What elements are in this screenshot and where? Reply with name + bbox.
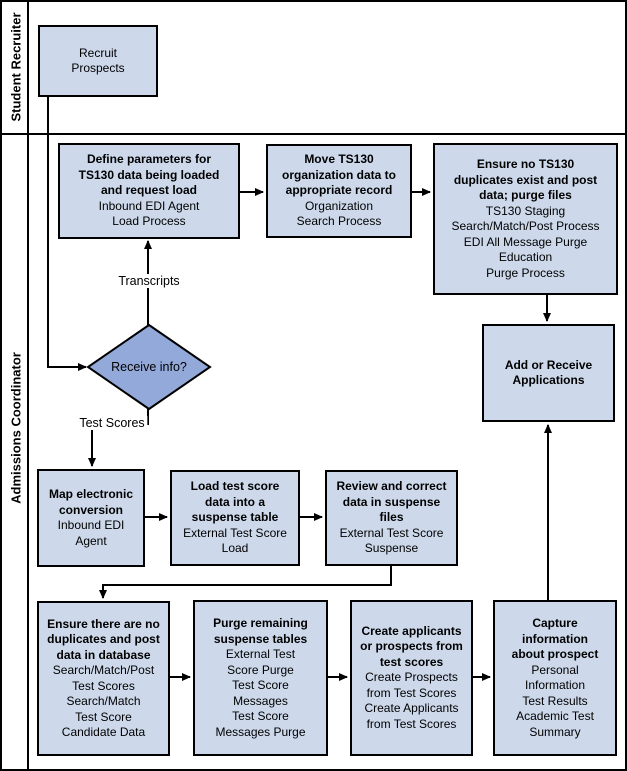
node-map-electronic-conversion: Map electronic conversion Inbound EDI Ag… <box>37 469 145 567</box>
swimlane-row-divider <box>2 133 625 135</box>
node-title: Add or Receive Applications <box>504 357 593 388</box>
node-subtext: Personal Information Test Results Academ… <box>516 662 594 739</box>
node-subtext: TS130 Staging Search/Match/Post Process … <box>451 203 600 280</box>
node-subtext: Search/Match/Post Test Scores Search/Mat… <box>52 663 155 739</box>
node-title: Capture information about prospect <box>511 616 599 661</box>
node-create-applicants-or-prospects: Create applicants or prospects from test… <box>350 600 473 756</box>
node-title: Map electronic conversion <box>48 487 134 517</box>
node-recruit-prospects: Recruit Prospects <box>38 25 158 97</box>
decision-receive-info-label: Receive info? <box>111 360 187 374</box>
node-purge-remaining-suspense-tables: Purge remaining suspense tables External… <box>193 600 328 756</box>
node-text: Recruit Prospects <box>71 45 125 76</box>
node-subtext: External Test Score Purge Test Score Mes… <box>215 647 306 739</box>
node-add-or-receive-applications: Add or Receive Applications <box>482 324 615 422</box>
node-capture-information-about-prospect: Capture information about prospect Perso… <box>493 600 617 756</box>
node-subtext: Inbound EDI Agent Load Process <box>98 198 200 229</box>
edge-label-test-scores: Test Scores <box>76 416 148 430</box>
node-title: Ensure no TS130 duplicates exist and pos… <box>453 157 598 202</box>
node-title: Purge remaining suspense tables <box>213 616 308 646</box>
node-title: Move TS130 organization data to appropri… <box>282 152 396 198</box>
node-title: Load test score data into a suspense tab… <box>190 479 280 525</box>
node-ensure-no-ts130-duplicates: Ensure no TS130 duplicates exist and pos… <box>433 143 618 295</box>
swimlane-label-divider <box>27 2 29 769</box>
node-title: Ensure there are no duplicates and post … <box>47 616 160 662</box>
node-subtext: External Test Score Suspense <box>339 525 444 556</box>
edge-label-transcripts: Transcripts <box>115 274 183 288</box>
node-move-ts130-organization-data: Move TS130 organization data to appropri… <box>266 144 412 238</box>
node-title: Define parameters for TS130 data being l… <box>78 152 220 198</box>
node-subtext: Organization Search Process <box>296 198 382 229</box>
node-subtext: Inbound EDI Agent <box>57 518 125 548</box>
node-subtext: External Test Score Load <box>183 525 287 556</box>
node-define-parameters-ts130: Define parameters for TS130 data being l… <box>58 143 240 239</box>
lane-label-student-recruiter: Student Recruiter <box>8 12 24 122</box>
lane-label-admissions-coordinator: Admissions Coordinator <box>8 352 24 504</box>
node-review-correct-suspense-files: Review and correct data in suspense file… <box>325 470 458 566</box>
node-title: Create applicants or prospects from test… <box>360 623 463 669</box>
node-title: Review and correct data in suspense file… <box>336 479 447 525</box>
node-ensure-no-duplicates-database: Ensure there are no duplicates and post … <box>37 601 170 756</box>
node-load-test-score-data: Load test score data into a suspense tab… <box>170 470 300 566</box>
node-subtext: Create Prospects from Test Scores Create… <box>364 670 459 731</box>
